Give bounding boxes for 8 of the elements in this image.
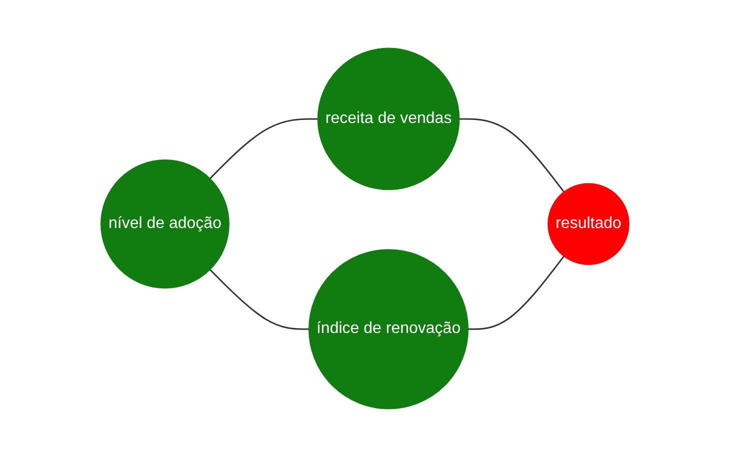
connector <box>468 256 565 330</box>
connector <box>210 269 310 330</box>
connector <box>210 118 318 180</box>
node-circle: resultado <box>548 183 630 265</box>
node-circle: índice de renovação <box>308 249 469 410</box>
node-circle: receita de vendas <box>317 48 460 190</box>
node-circle: nível de adoção <box>100 160 230 289</box>
connector <box>459 118 565 192</box>
